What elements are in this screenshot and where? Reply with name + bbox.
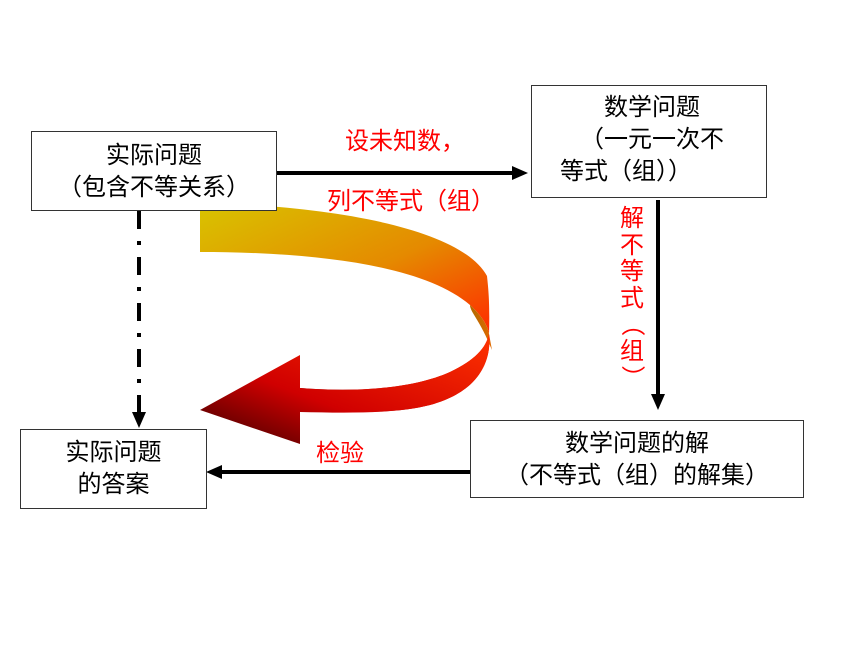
real-problem-subtitle: （包含不等关系）: [58, 173, 250, 201]
arrow-check-head: [206, 465, 222, 479]
dash-dot-arrow-head: [132, 412, 146, 428]
box-math-problem: 数学问题 （一元一次不 等式（组））: [531, 85, 767, 198]
box-real-answer: 实际问题 的答案: [20, 429, 207, 509]
label-set-unknown: 设未知数，: [345, 127, 465, 155]
math-problem-line2: （一元一次不: [580, 125, 724, 153]
label-solve-inequality: 解 不 等 式 （ 组 ）: [615, 205, 649, 391]
box-real-problem: 实际问题 （包含不等关系）: [31, 131, 277, 211]
curved-arrow-head: [200, 334, 490, 444]
arrow-solve-head: [651, 394, 665, 410]
arrow-formulate-head: [512, 166, 528, 180]
solve-char: 等: [620, 257, 644, 285]
box-math-solution: 数学问题的解 （不等式（组）的解集）: [470, 420, 804, 498]
math-solution-title: 数学问题的解: [565, 429, 709, 457]
label-list-inequality: 列不等式（组）: [327, 187, 495, 215]
solve-char: 不: [620, 230, 644, 259]
curved-return-arrow: [200, 203, 492, 444]
math-solution-subtitle: （不等式（组）的解集）: [505, 461, 769, 489]
math-problem-line3: 等式（组））: [560, 157, 692, 185]
solve-char: （: [618, 312, 647, 337]
solve-char: 组: [620, 336, 644, 365]
solve-char: 式: [620, 283, 644, 312]
solve-char: ）: [618, 365, 647, 390]
solve-char: 解: [620, 204, 644, 232]
label-check: 检验: [316, 439, 364, 467]
real-problem-title: 实际问题: [106, 141, 202, 169]
curved-band-side: [470, 305, 492, 350]
curved-band-top: [200, 203, 490, 334]
real-answer-line1: 实际问题: [65, 438, 162, 466]
real-answer-line2: 的答案: [77, 470, 150, 498]
math-problem-title: 数学问题: [604, 93, 700, 121]
